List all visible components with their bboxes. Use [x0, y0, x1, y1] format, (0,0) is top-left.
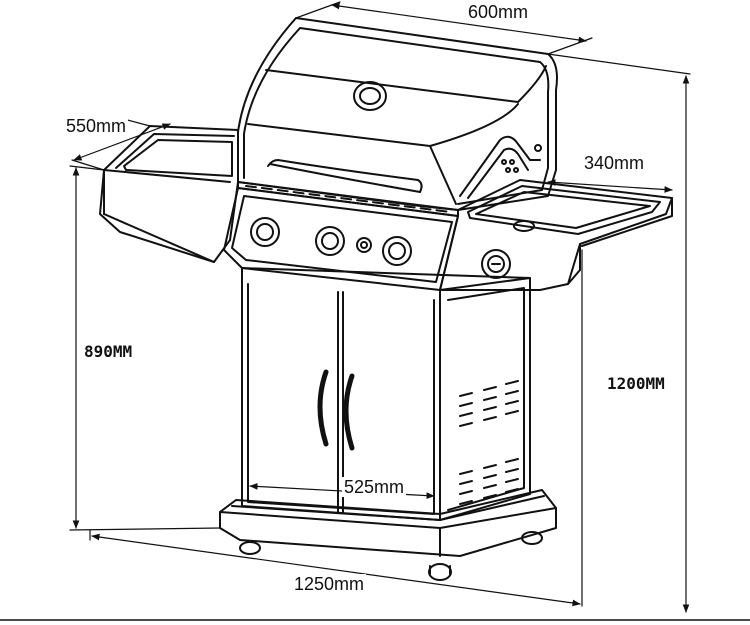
igniter-button: [356, 237, 372, 253]
left-side-shelf: [99, 125, 239, 263]
dimension-label-total-height: 1200MM: [605, 374, 667, 394]
cabinet-door-handles: [317, 369, 355, 451]
dimension-label-cabinet-width: 525mm: [342, 477, 407, 497]
dimension-label-left-shelf: 550mm: [64, 116, 129, 136]
dimension-label-cooking-height: 890MM: [82, 342, 135, 362]
cart-base: [219, 489, 557, 557]
dimension-label-total-width: 1250mm: [292, 574, 367, 594]
side-burner-knob: [481, 249, 511, 279]
dimension-lines: [69, 1, 691, 613]
dimension-label-right-shelf: 340mm: [582, 153, 647, 173]
burner-knob-1: [250, 217, 280, 247]
caster-wheels: [239, 531, 543, 581]
temperature-gauge-icon: [353, 81, 387, 111]
right-side-shelf: [439, 179, 673, 291]
lid-vent-dots: [501, 144, 542, 173]
dimension-label-lid-width: 600mm: [466, 2, 531, 22]
burner-knob-3: [382, 236, 412, 266]
side-vent-slots: [459, 380, 519, 505]
burner-knob-2: [315, 226, 345, 256]
